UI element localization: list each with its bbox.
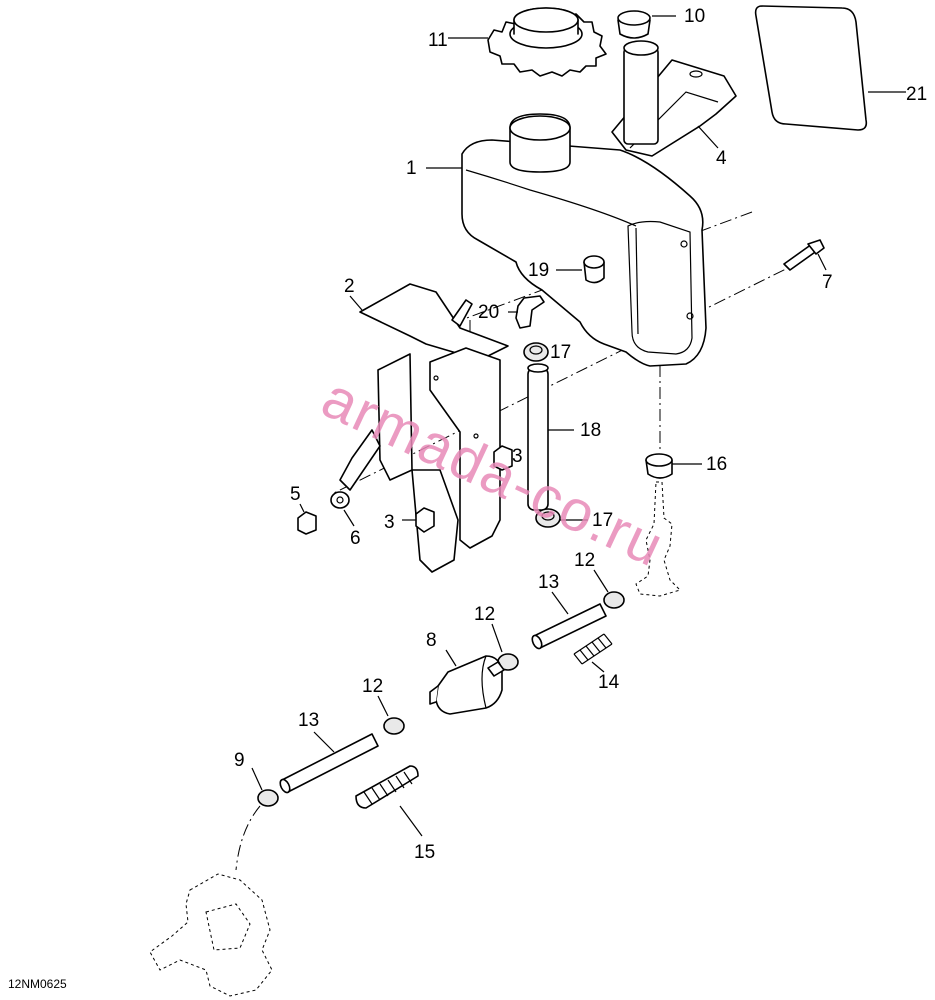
fuel-hose-part-18 [527,363,549,511]
callout-5: 10 [684,6,705,27]
callout-21: 21 [906,84,927,105]
diagram-reference-code: 12NM0625 [8,977,67,991]
callout-18: 18 [580,420,601,441]
callout-10: 8 [426,630,437,651]
grommet-part-16 [645,453,673,479]
carburetor-ghost [149,805,273,997]
callout-13-lower: 13 [298,710,319,731]
callout-9: 6 [350,528,361,549]
callout-6: 11 [428,30,448,51]
callout-17-upper: 17 [550,342,571,363]
callout-19: 19 [528,260,549,281]
tank-bracket-part-2 [339,283,509,573]
callout-17-lower: 17 [592,510,613,531]
spring-part-14 [573,633,613,665]
callout-12-middle: 12 [474,604,495,625]
hose-clamp-part-17-lower [535,508,561,528]
callout-15: 15 [414,842,435,863]
washer-part-9 [330,491,350,509]
callout-2: 2 [344,276,355,297]
callout-16: 16 [706,454,727,475]
fuel-filter-part-10 [429,655,505,715]
callout-12-left: 12 [362,676,383,697]
callout-12-right: 12 [574,550,595,571]
hose-clamp-part-12-right [603,591,625,609]
callout-3-lower: 3 [384,512,395,533]
fuel-cap-part-6 [487,7,607,77]
elbow-fitting-part-20 [515,295,545,329]
callout-20: 20 [478,302,499,323]
hose-clamp-part-17-upper [523,342,549,362]
nut-part-3-upper [493,445,513,471]
callout-4: 4 [716,148,727,169]
hose-clamp-part-11 [257,789,279,807]
fuel-tank-part-1 [461,113,707,367]
callout-labels: 11 10 21 4 1 19 7 2 20 17 18 16 3 3 17 5… [234,6,927,863]
bolt-part-8 [783,239,825,271]
callout-14: 14 [598,672,620,693]
callout-1: 1 [406,158,417,179]
callout-13-upper: 13 [538,572,559,593]
callout-8: 7 [822,272,833,293]
fuel-hose-part-13-upper [531,603,607,650]
grommet-part-5 [617,10,651,39]
callout-11: 9 [234,750,245,771]
fuel-hose-part-13-lower [279,733,379,794]
nut-part-7 [297,511,317,535]
callout-3-upper: 3 [512,446,523,467]
nut-part-3-lower [415,507,435,533]
callout-7: 5 [290,484,301,505]
hose-clamp-part-12-left [383,717,405,735]
sleeve-part-15 [355,765,419,809]
filler-neck-bracket-part-4 [611,40,737,157]
decal-part-21 [754,5,868,131]
grommet-part-19 [583,255,605,284]
fuel-valve-ghost [635,481,681,597]
